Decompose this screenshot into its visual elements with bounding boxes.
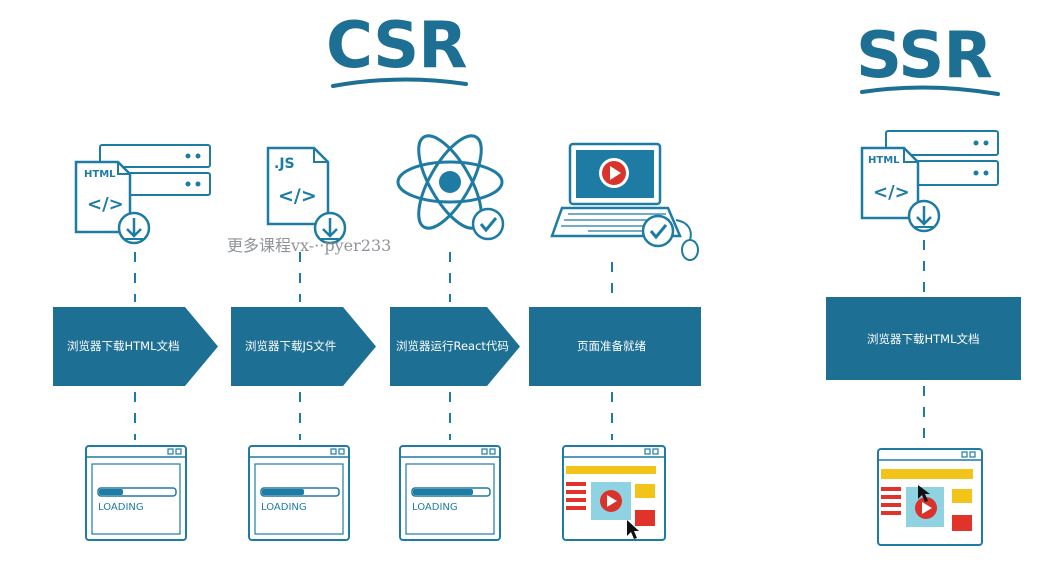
svg-text:</>: </>: [87, 194, 124, 215]
loading-screen-1: LOADING: [85, 445, 187, 541]
csr-step-4-label: 页面准备就绪: [577, 339, 646, 353]
csr-step-4-box: [529, 307, 701, 386]
ssr-step-label: 浏览器下载HTML文档: [867, 332, 980, 346]
csr-step-2-label: 浏览器下载JS文件: [245, 339, 337, 353]
ssr-html-file-text: HTML: [868, 155, 900, 166]
loading-screen-3: LOADING: [399, 445, 501, 541]
csr-step-2-arrow: [231, 307, 376, 386]
laptop-video-icon: [550, 142, 699, 261]
csr-title-underline: [331, 77, 468, 88]
csr-step-3-label: 浏览器运行React代码: [396, 339, 509, 353]
svg-text:</>: </>: [278, 185, 317, 207]
ssr-html-file-download-icon: HTML </>: [860, 130, 999, 233]
ssr-title-underline: [860, 85, 1000, 96]
loading-text-2: LOADING: [261, 502, 307, 513]
react-atom-icon: [396, 134, 505, 241]
loading-screen-2: LOADING: [248, 445, 350, 541]
csr-title: CSR: [326, 9, 468, 83]
js-file-text: .JS: [274, 156, 295, 172]
csr-step-3-arrow: [390, 307, 520, 386]
csr-step-1-label: 浏览器下载HTML文档: [67, 339, 180, 353]
loading-text-3: LOADING: [412, 502, 458, 513]
svg-text:</>: </>: [873, 182, 910, 203]
ssr-step-box: [826, 297, 1021, 380]
ready-page-csr: [562, 445, 666, 541]
ready-page-ssr: [877, 448, 983, 546]
watermark: 更多课程vx-··pyer233: [227, 236, 392, 255]
ssr-title: SSR: [856, 19, 993, 93]
loading-text-1: LOADING: [98, 502, 144, 513]
html-file-text: HTML: [84, 169, 116, 180]
js-file-download-icon: .JS </>: [266, 146, 347, 245]
csr-step-1-arrow: [53, 307, 218, 386]
html-file-download-icon: HTML </>: [74, 144, 211, 245]
